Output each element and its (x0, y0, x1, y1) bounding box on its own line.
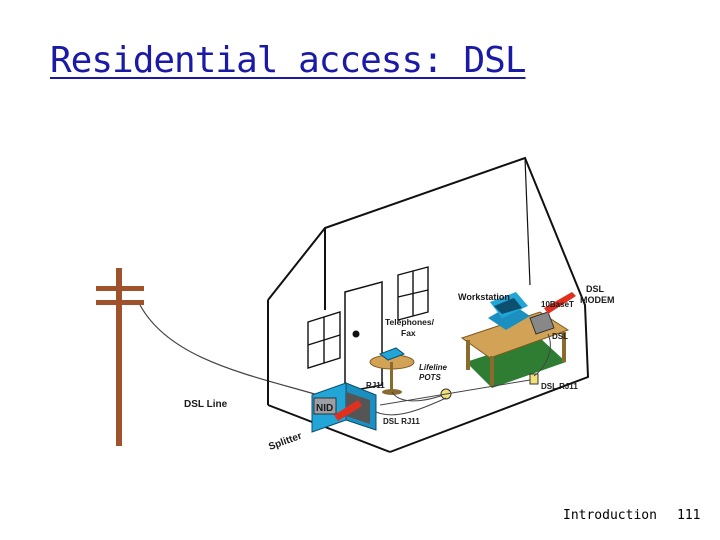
page-number: 111 (677, 508, 701, 523)
label-nid: NID (316, 403, 333, 414)
house-inner-wall (324, 157, 531, 286)
dsl-line-cable (139, 304, 319, 396)
label-dsl-line: DSL Line (184, 399, 228, 410)
label-rj11: RJ11 (366, 381, 385, 390)
label-dsl-rj11-bottom: DSL RJ11 (383, 417, 420, 426)
label-telephones-2: Fax (401, 328, 416, 338)
house-outline (267, 156, 590, 453)
label-dsl: DSL (552, 332, 568, 341)
phone-table (369, 354, 415, 395)
label-lifeline-2: POTS (419, 373, 441, 382)
label-dsl-modem-1: DSL (586, 284, 605, 294)
door (344, 281, 383, 393)
nid-cable (375, 397, 447, 416)
nid-arrow (334, 400, 362, 421)
label-telephones-1: Telephones/ (385, 317, 435, 327)
label-dsl-rj11-right: DSL RJ11 (541, 382, 578, 391)
label-workstation: Workstation (458, 292, 510, 302)
workstation-computer (488, 292, 530, 330)
dsl-modem (529, 311, 555, 335)
upper-window (397, 266, 429, 321)
label-lifeline-1: Lifeline (419, 363, 448, 372)
modem-arrow (544, 292, 576, 314)
label-splitter: Splitter (267, 431, 303, 453)
phone-cable (391, 391, 447, 402)
telephone-pole (96, 268, 144, 446)
telephone (378, 347, 406, 361)
dsl-jack-right (529, 373, 539, 385)
footer-section: Introduction (563, 508, 657, 523)
side-window (307, 311, 341, 369)
label-10baset: 10BaseT (541, 300, 574, 309)
desk-cable (533, 333, 551, 377)
label-dsl-modem-2: MODEM (580, 295, 615, 305)
nid-to-modem-cable (379, 379, 531, 406)
slide-title: Residential access: DSL (50, 40, 526, 81)
